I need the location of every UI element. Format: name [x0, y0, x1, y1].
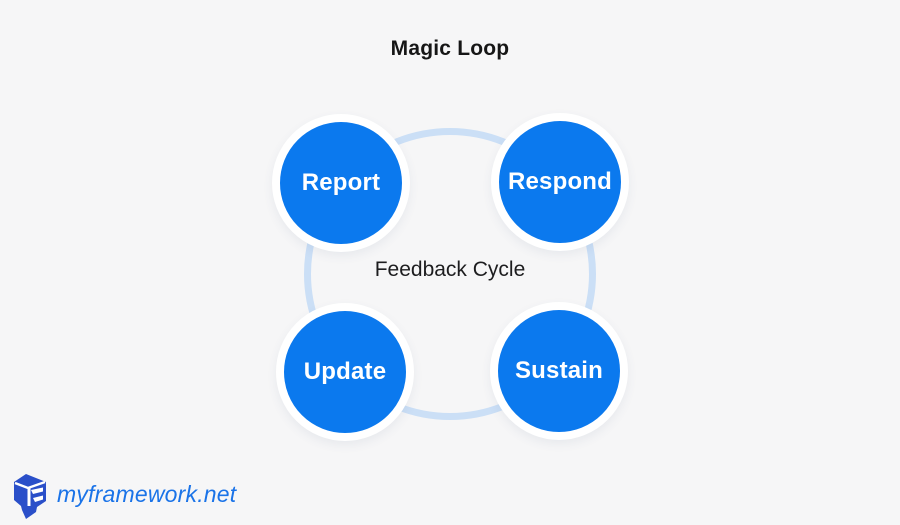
cycle-ring — [304, 128, 596, 420]
node-update: Update — [276, 303, 414, 441]
node-report: Report — [272, 114, 410, 252]
node-sustain-label: Sustain — [514, 357, 604, 384]
brand-text: myframework.net — [57, 480, 237, 507]
page-title: Magic Loop — [390, 37, 510, 60]
brand-link[interactable]: myframework.net — [12, 472, 236, 520]
node-update-label: Update — [303, 358, 387, 385]
node-report-label: Report — [301, 169, 381, 196]
node-sustain: Sustain — [490, 302, 628, 440]
node-respond-label: Respond — [507, 168, 613, 195]
cube-logo-icon — [14, 474, 46, 519]
center-label: Feedback Cycle — [374, 258, 526, 281]
node-respond: Respond — [491, 113, 629, 251]
